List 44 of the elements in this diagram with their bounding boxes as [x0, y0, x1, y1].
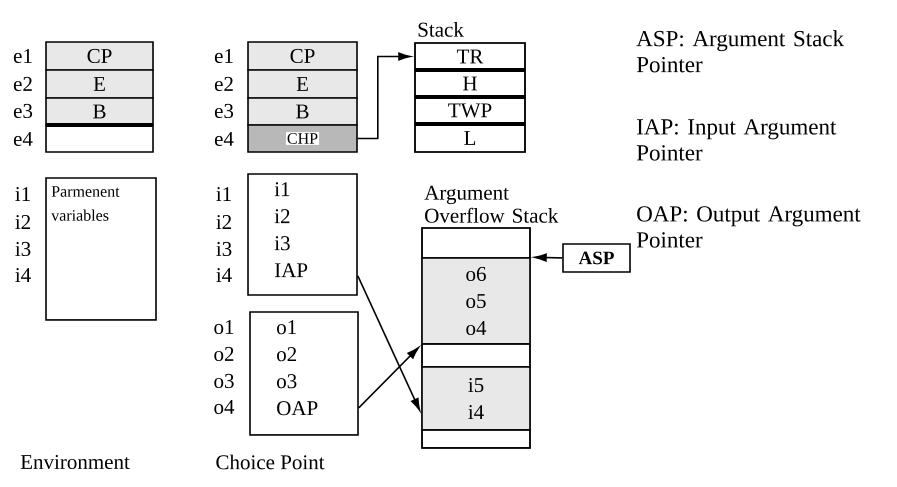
stack-cell: o6 o5 o4 — [421, 257, 531, 345]
slot-label: e4 — [214, 132, 234, 146]
stack-cell — [421, 429, 531, 449]
variables-box: Parmenent variables — [45, 177, 157, 321]
key-text: IAP: Input Argument Pointer — [636, 119, 836, 161]
stack-cell: B — [45, 97, 154, 126]
stack-cell: CP — [247, 41, 358, 71]
slot-label: e3 — [14, 104, 32, 118]
slot-label: e1 — [214, 48, 233, 64]
slot-label: i1 — [15, 187, 30, 201]
stack-cell: E — [45, 69, 154, 99]
stack-cell: i5 i4 — [421, 366, 531, 431]
arrow — [357, 275, 420, 411]
pointer-box: ASP — [562, 243, 631, 273]
slot-label: i2 — [216, 215, 232, 229]
slot-label: e2 — [214, 76, 233, 92]
stack-cell — [45, 124, 154, 153]
slot-label: o2 — [214, 346, 234, 362]
slot-label: i4 — [216, 268, 232, 282]
node-label: Stack — [418, 22, 464, 37]
stack-cell: CP — [45, 41, 154, 71]
slot-label: o1 — [214, 320, 234, 334]
stack-cell: TWP — [414, 96, 526, 125]
arrow — [358, 347, 419, 408]
slot-label: i1 — [216, 187, 231, 201]
caption: Choice Point — [216, 454, 324, 470]
key-text: OAP: Output Argument Pointer — [636, 206, 861, 248]
slot-label: e2 — [14, 76, 32, 92]
register-box: i1 i2 i3 IAP — [247, 173, 358, 296]
slot-label: i3 — [216, 242, 232, 256]
slot-label: e3 — [214, 104, 234, 118]
key-text: ASP: Argument Stack Pointer — [636, 30, 844, 72]
caption: Environment — [20, 454, 130, 470]
stack-cell: L — [414, 123, 526, 153]
arrow — [358, 52, 411, 140]
register-box: o1 o2 o3 OAP — [249, 311, 359, 436]
slot-label: e4 — [14, 132, 33, 146]
stack-cell: TR — [414, 42, 526, 71]
node-label: Argument Overflow Stack — [424, 186, 558, 223]
slot-label: e1 — [14, 48, 32, 64]
stack-cell: E — [247, 69, 358, 99]
stack-cell: B — [247, 97, 358, 126]
stack-cell: H — [414, 69, 526, 98]
stack-cell: CHP — [247, 124, 358, 153]
